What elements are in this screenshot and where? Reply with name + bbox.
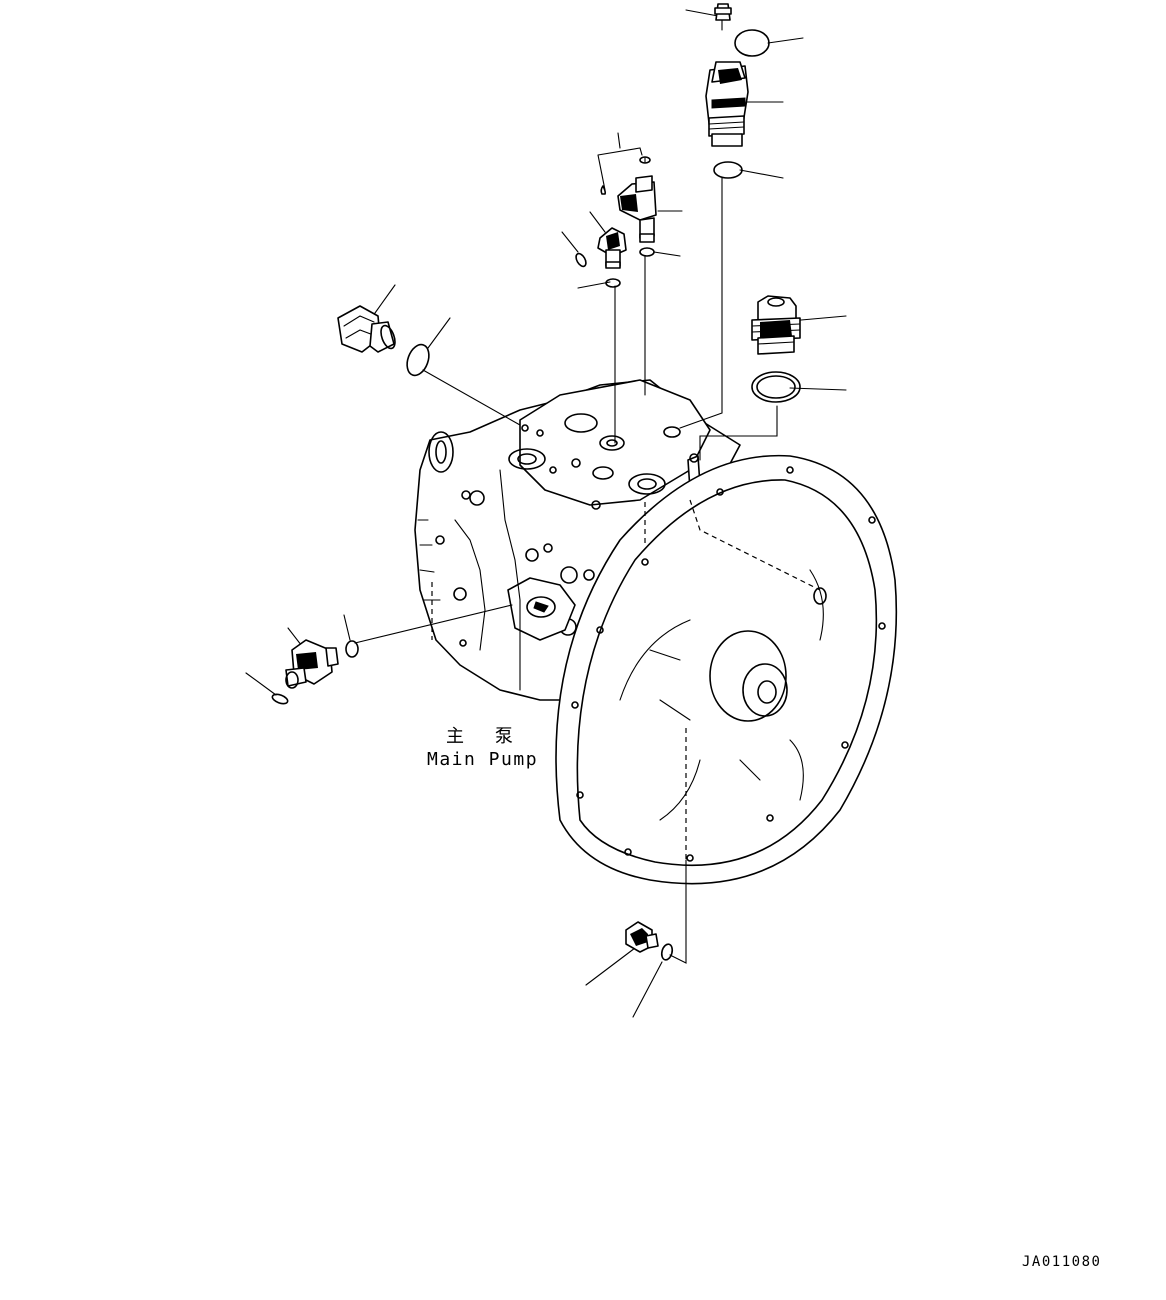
drain-plug xyxy=(625,921,659,953)
main-pump-label-chinese: 主 泵 xyxy=(446,726,523,747)
oring-fitting xyxy=(639,247,655,257)
pressure-sensor xyxy=(705,61,749,147)
elbow-fitting-lower xyxy=(597,227,627,269)
connection-lines xyxy=(354,9,778,964)
oring-drain xyxy=(660,943,674,961)
oring-small-set xyxy=(600,156,651,195)
elbow-fitting-upper xyxy=(617,175,657,243)
main-pump-label-english: Main Pump xyxy=(427,749,539,770)
flywheel-housing xyxy=(555,454,898,885)
drawing-code: JA011080 xyxy=(1022,1254,1102,1270)
oring-plug-left xyxy=(406,343,430,377)
plug-left xyxy=(337,305,396,353)
plug-right xyxy=(751,295,801,355)
bleeder-nipple xyxy=(714,3,732,21)
side-sensor-left xyxy=(285,639,339,689)
oring-side-sensor xyxy=(345,640,359,658)
oring-sensor xyxy=(713,161,743,179)
oring-side-sensor-small xyxy=(271,693,289,705)
cap-oring-top xyxy=(734,29,770,57)
assembly-dashed-lines xyxy=(431,499,821,860)
oring-fitting-lower xyxy=(605,278,621,288)
gasket-ring xyxy=(751,371,801,403)
oring-tiny-left xyxy=(575,252,587,268)
